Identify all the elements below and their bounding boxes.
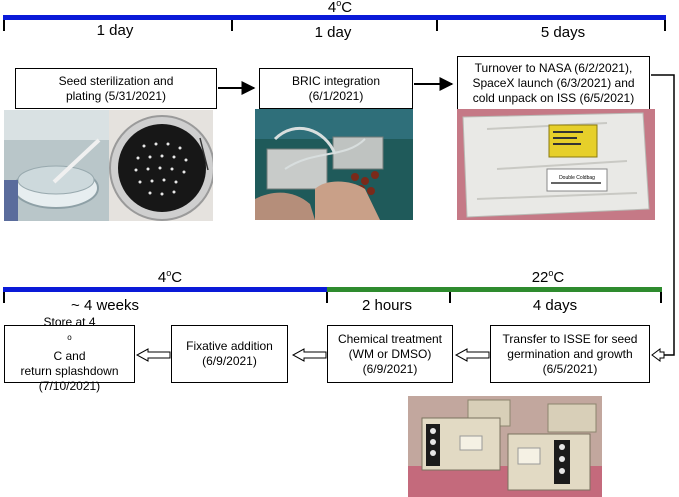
step-bric-integration: BRIC integration (6/1/2021) [259,68,413,109]
step-turnover-launch: Turnover to NASA (6/2/2021), SpaceX laun… [457,56,650,110]
top-duration-3: 5 days [540,24,586,41]
bottom-blue-bar [3,287,327,292]
bottom-left-temperature-label: 4oC [157,268,183,286]
top-temperature-label: 4oC [327,0,353,16]
bottom-tick-2 [326,292,328,303]
bottom-right-temperature-label: 22oC [531,268,565,286]
step-transfer-isse: Transfer to ISSE for seed germination an… [490,325,650,383]
top-duration-2: 1 day [314,24,352,41]
bottom-duration-3: 4 days [532,297,578,314]
bottom-tick-3 [449,292,451,303]
top-duration-1: 1 day [96,22,134,39]
hollow-arrow-to-transfer [651,348,665,362]
bag-tag-text: Double Coldbag [559,175,595,181]
step-chemical-treatment: Chemical treatment (WM or DMSO) (6/9/202… [327,325,453,383]
bric-integration-photo [255,109,413,220]
bottom-green-bar [327,287,662,292]
bottom-duration-1: ~ 4 weeks [71,297,139,314]
hollow-arrow-chemical-to-fixative [291,348,327,362]
bottom-tick-4 [660,292,662,303]
top-tick-2 [231,20,233,31]
bottom-duration-2: 2 hours [361,297,413,314]
seed-plating-photo [4,110,213,221]
top-tick-3 [436,20,438,31]
hollow-arrow-transfer-to-chemical [454,348,490,362]
bottom-tick-1 [3,292,5,303]
cold-stowage-bag-photo: Double Coldbag [457,109,655,220]
top-temperature-bar [3,15,666,20]
hollow-arrow-fixative-to-store [135,348,171,362]
step-seed-sterilization: Seed sterilization and plating (5/31/202… [15,68,217,109]
isse-hardware-photo [408,396,602,497]
top-tick-1 [3,20,5,31]
step-fixative-addition: Fixative addition (6/9/2021) [171,325,288,383]
top-tick-4 [664,20,666,31]
